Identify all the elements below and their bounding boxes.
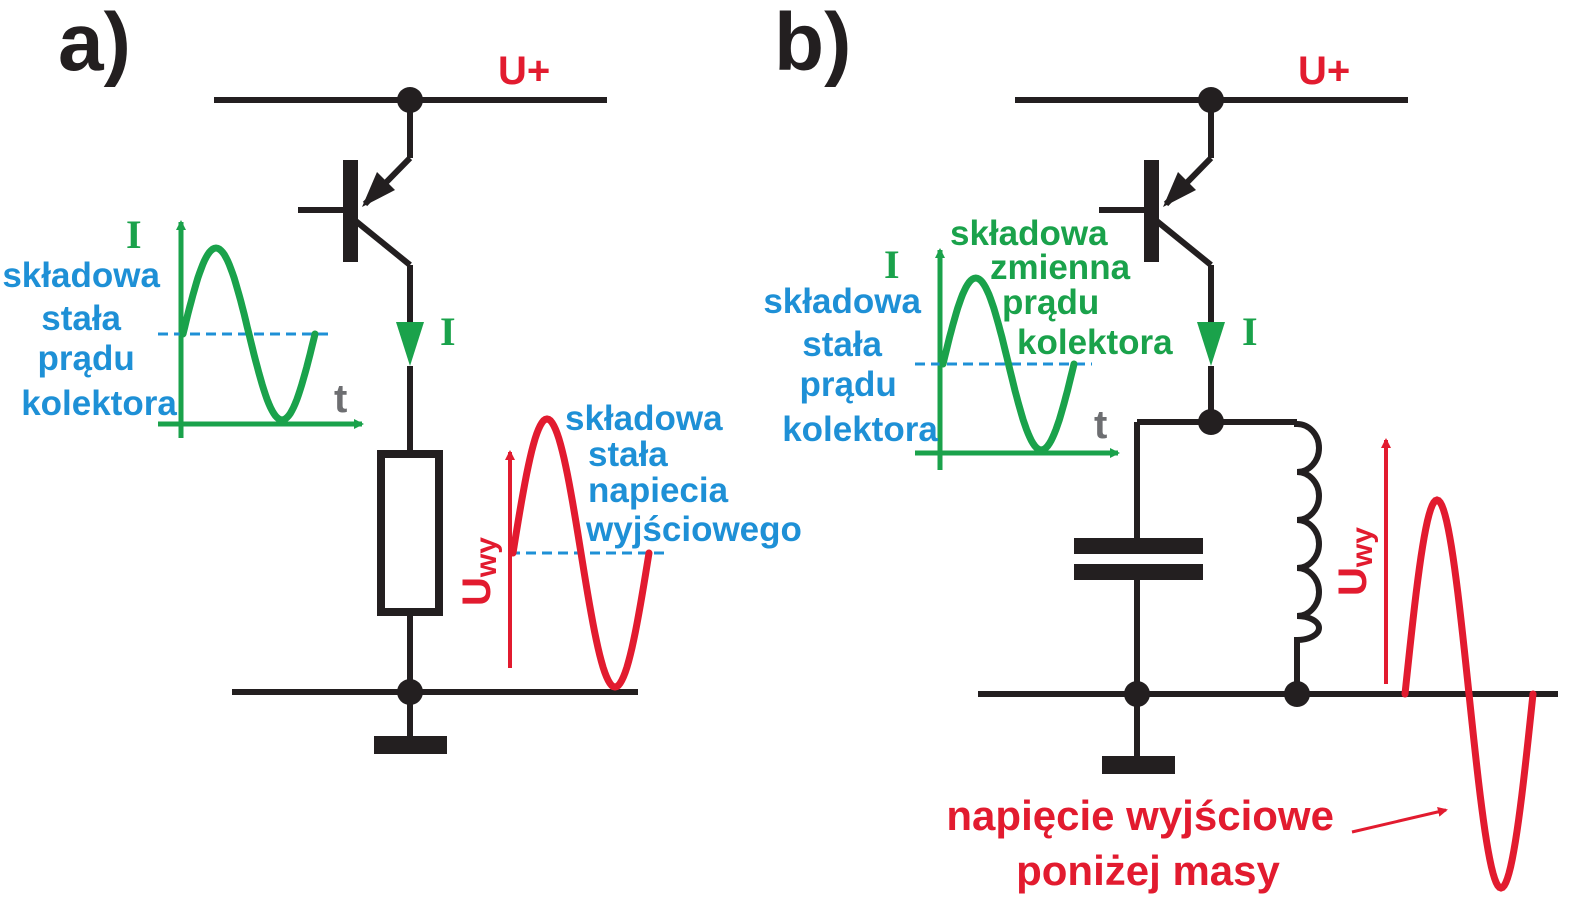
axis-i-label-b: I [884, 242, 900, 287]
panel-a: a) U+ I I t [2, 0, 802, 754]
current-label-a: I [440, 309, 456, 354]
supply-label-b: U+ [1298, 49, 1350, 93]
voltage-waveform-b [1401, 496, 1537, 892]
current-graph-a: I t [126, 212, 364, 438]
panel-a-label: a) [58, 0, 131, 88]
current-waveform-b [939, 274, 1078, 454]
capacitor-plate-top [1074, 538, 1203, 554]
current-graph-b: I t [884, 242, 1120, 470]
voltage-waveform-a [509, 415, 653, 691]
uwy-label-b: Uwy [1331, 527, 1379, 596]
current-arrow-a [396, 322, 424, 366]
lc-tank [1074, 409, 1322, 694]
ground-symbol-a [374, 736, 447, 754]
panel-b: b) U+ I [763, 0, 1558, 894]
voltage-graph-a: Uwy [455, 415, 668, 691]
current-arrow-b [1197, 322, 1225, 366]
dc-current-label-b: składowa stała prądu kolektora [763, 282, 938, 449]
axis-t-label-a: t [334, 377, 347, 421]
current-waveform-a [179, 244, 319, 424]
below-ground-label: napięcie wyjściowe poniżej masy [946, 792, 1345, 894]
capacitor-plate-bottom [1074, 564, 1203, 580]
supply-label-a: U+ [498, 49, 550, 93]
uwy-label-a: Uwy [455, 537, 503, 606]
current-label-b: I [1242, 309, 1258, 354]
ground-symbol-b [1102, 756, 1175, 774]
tank-node [1198, 409, 1224, 435]
inductor-coil [1294, 421, 1322, 694]
resistor [377, 450, 443, 616]
axis-t-label-b: t [1094, 403, 1107, 447]
axis-i-label-a: I [126, 212, 142, 257]
panel-b-label: b) [774, 0, 851, 88]
pnp-transistor-a [298, 100, 413, 322]
below-ground-pointer [1351, 806, 1448, 834]
pnp-transistor-b [1099, 100, 1214, 322]
dc-voltage-label-a: składowa stała napiecia wyjściowego [565, 399, 802, 549]
dc-current-label-a: składowa stała prądu kolektora [2, 256, 177, 423]
voltage-graph-b: Uwy [1331, 438, 1537, 892]
ground-node-b2 [1284, 681, 1310, 707]
ac-current-label-b: składowa zmienna prądu kolektora [950, 214, 1173, 362]
